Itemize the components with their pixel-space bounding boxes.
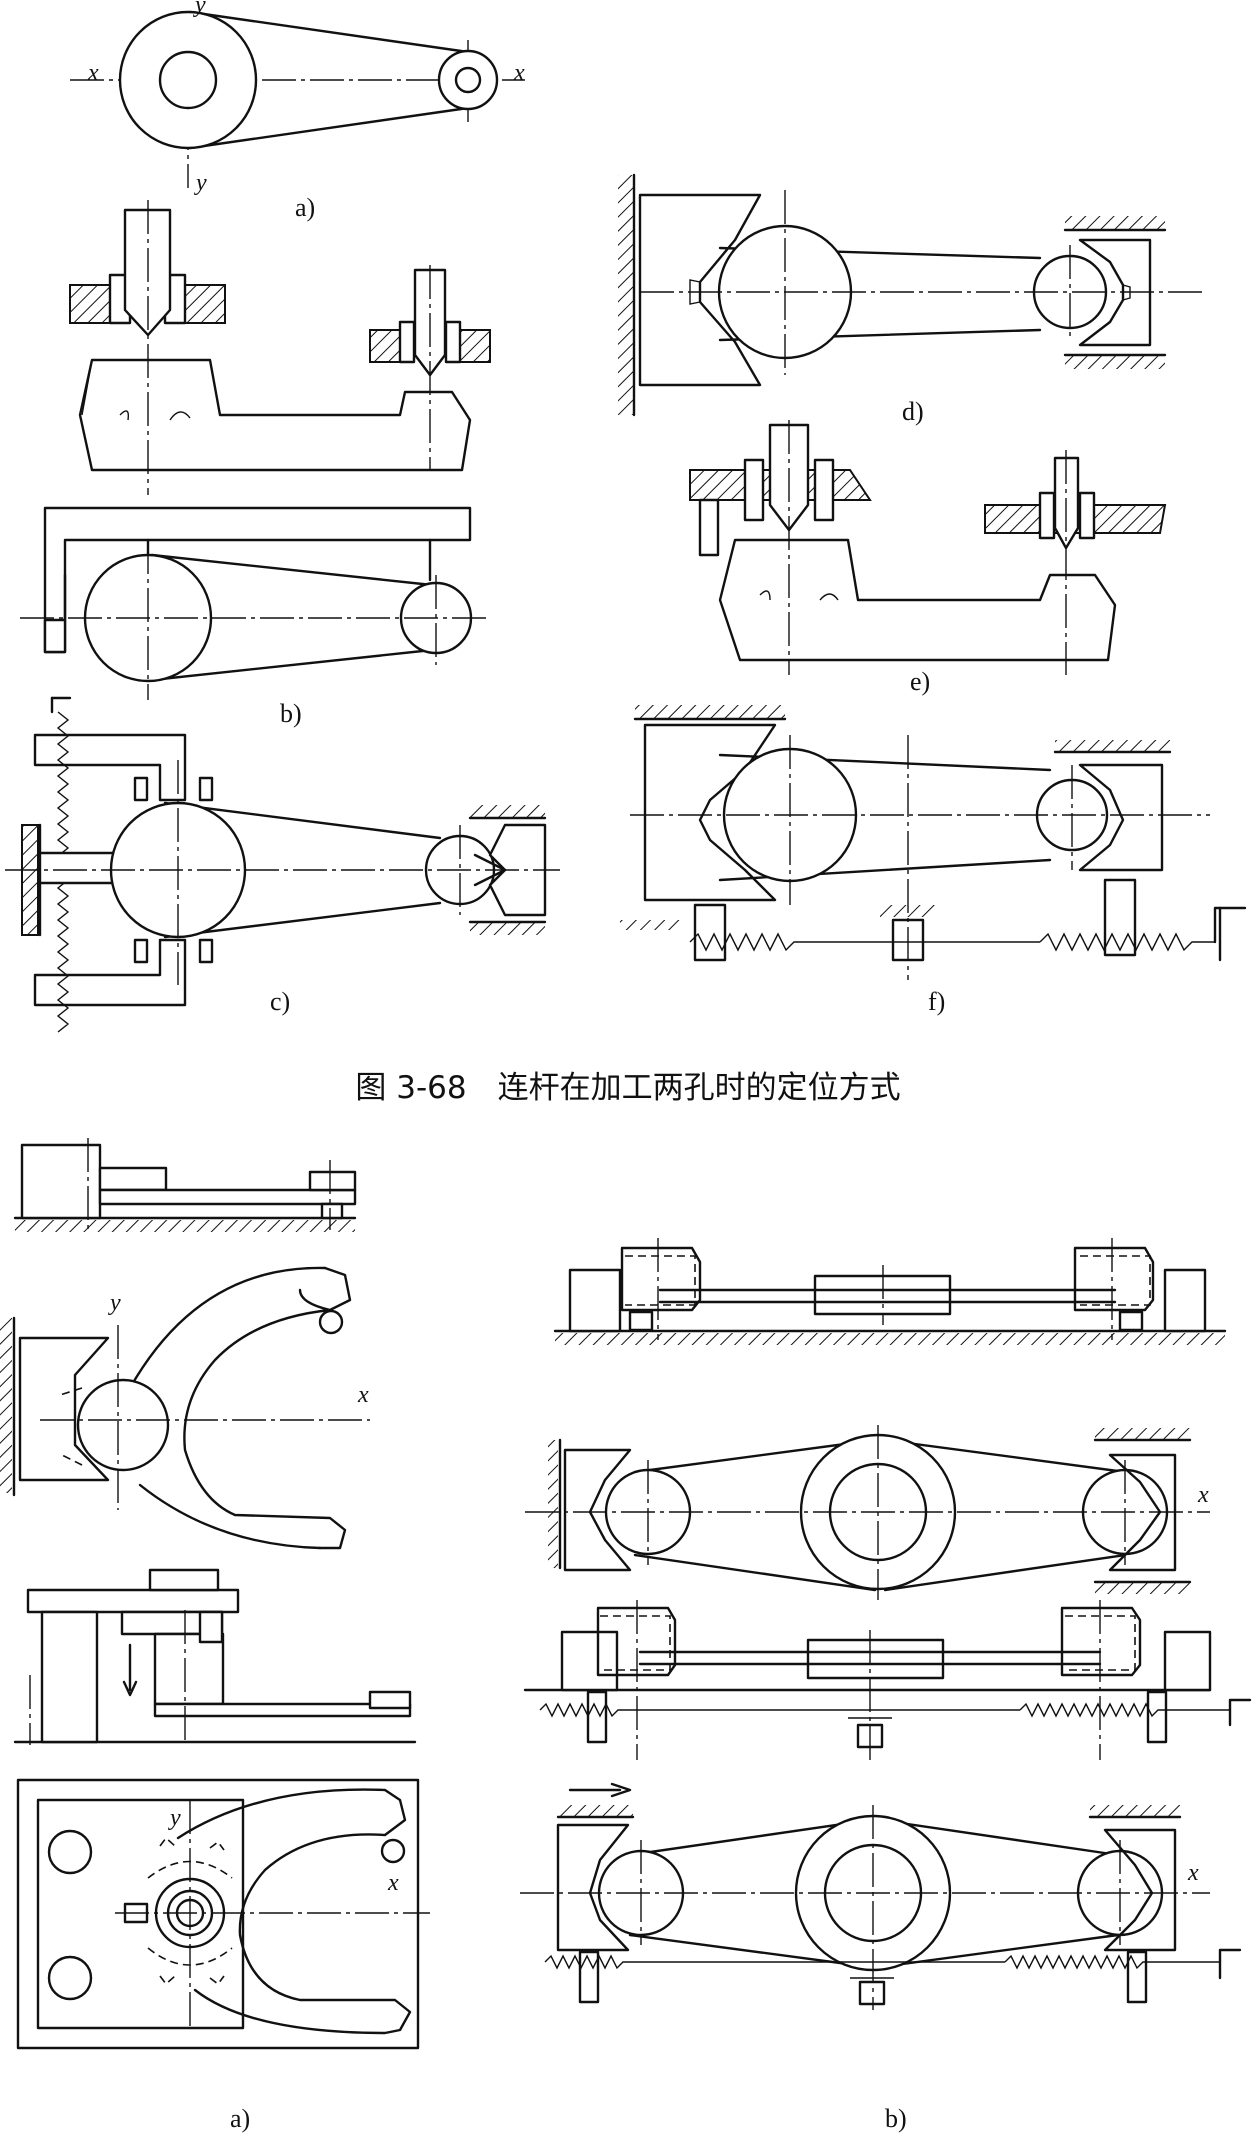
bottom-view-a-bottom: y x a): [16, 1778, 430, 2133]
axis-label-y-top: y: [193, 0, 206, 18]
label-bottom-b: b): [885, 2104, 907, 2133]
top-view-f: f): [620, 705, 1247, 1016]
bottom-view-b-side-1: [553, 1238, 1227, 1345]
axis-label-x-bottom-b1: x: [1197, 1482, 1209, 1508]
top-view-b: b): [20, 200, 491, 728]
bottom-view-a-clamp: [13, 1568, 417, 1745]
label-top-f: f): [928, 987, 945, 1016]
bottom-view-b-plan-2: x b): [520, 1782, 1242, 2133]
label-top-e: e): [910, 667, 930, 696]
top-view-d: d): [618, 173, 1205, 426]
label-top-c: c): [270, 987, 290, 1016]
bottom-view-b-plan-1: x: [525, 1425, 1210, 1600]
axis-label-y-bottom-a2: y: [168, 1805, 181, 1831]
axis-label-x-bottom-a2: x: [387, 1870, 399, 1896]
label-top-d: d): [902, 397, 924, 426]
axis-label-y-bottom: y: [194, 170, 207, 196]
figure-caption: 图 3-68 连杆在加工两孔时的定位方式: [355, 1070, 900, 1106]
axis-label-x-bottom-a: x: [357, 1382, 369, 1408]
label-bottom-a: a): [230, 2104, 250, 2133]
axis-label-y-bottom-a: y: [108, 1290, 121, 1316]
axis-label-x-bottom-b2: x: [1187, 1860, 1199, 1886]
bottom-view-a-side: [13, 1138, 357, 1232]
label-top-b: b): [280, 699, 302, 728]
top-view-a: y y x x a): [70, 0, 525, 222]
label-top-a: a): [295, 193, 315, 222]
axis-label-x-right: x: [513, 60, 525, 86]
bottom-view-b-side-2: [523, 1600, 1252, 1760]
axis-label-x-left: x: [87, 60, 99, 86]
bottom-view-a-plan: y x: [0, 1266, 370, 1550]
top-view-c: c): [5, 696, 560, 1033]
top-view-e: e): [689, 420, 1167, 696]
